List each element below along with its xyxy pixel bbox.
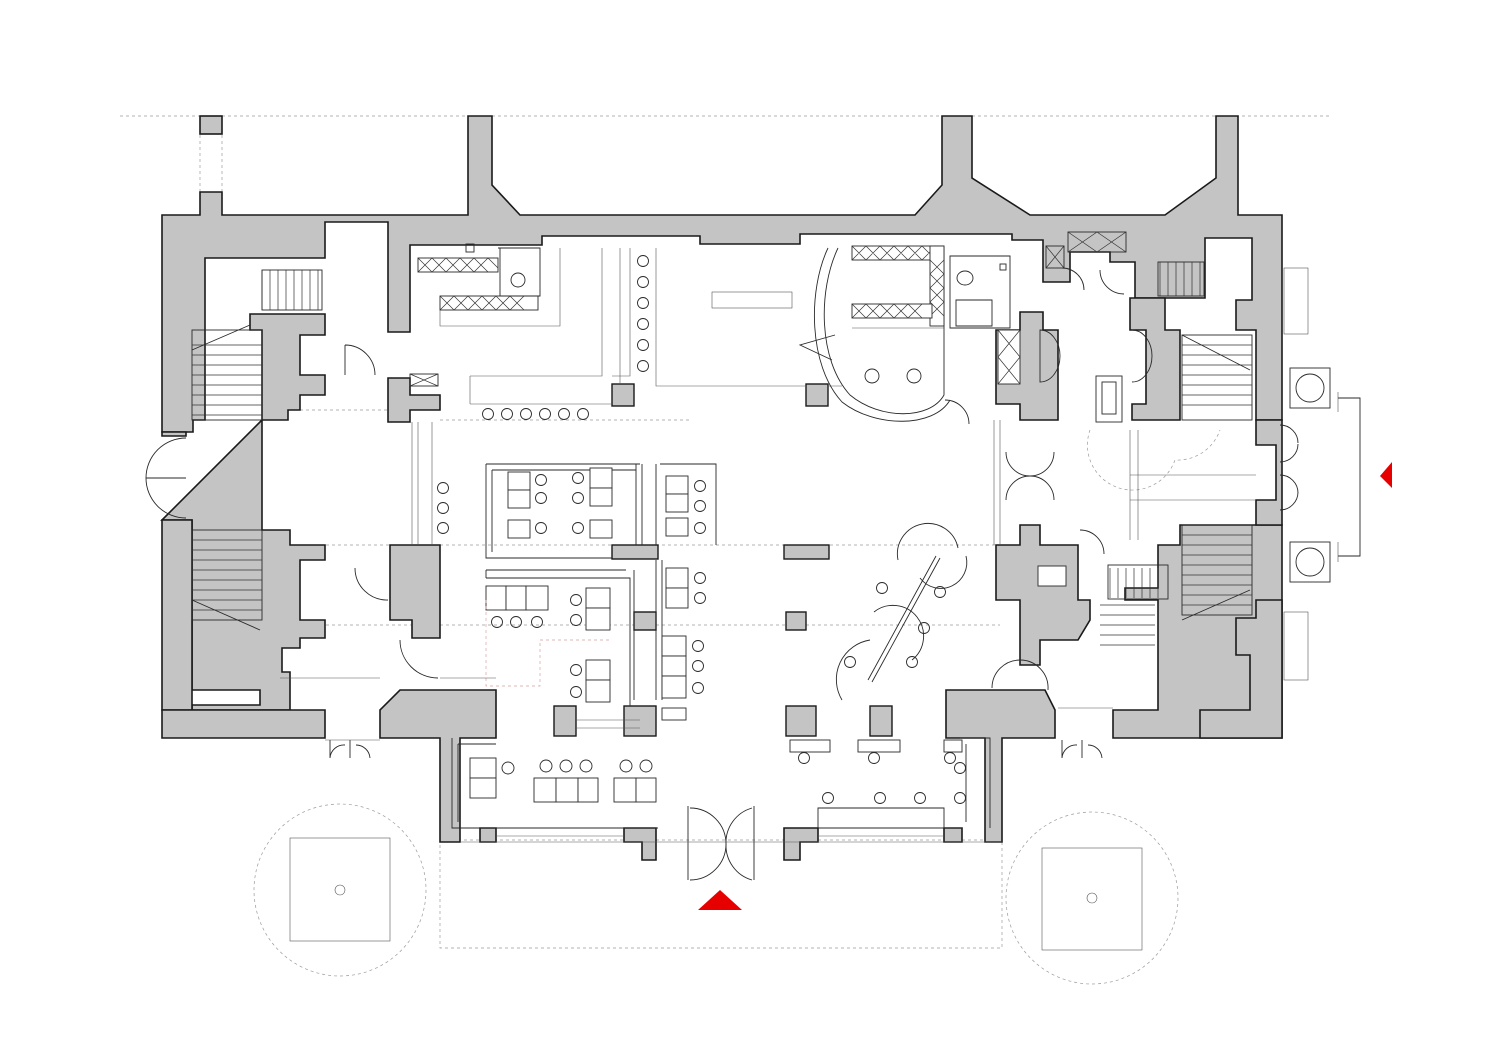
dining-booths [485, 463, 717, 729]
kitchen-counters [409, 243, 842, 405]
entrance-marker-south [698, 890, 742, 910]
columns [553, 383, 893, 737]
stair-west-lower [191, 529, 263, 631]
curved-bar [798, 245, 951, 422]
tree-left [253, 803, 427, 977]
east-terrace [1283, 267, 1361, 681]
bar-stools [437, 255, 649, 534]
stair-east-upper [1181, 334, 1253, 421]
partitions [280, 420, 1113, 843]
round-tables-east [835, 522, 968, 701]
doors [145, 267, 1299, 881]
south-dining [451, 737, 991, 837]
walls [160, 115, 1283, 861]
stair-east-lower [1181, 524, 1253, 621]
stair-northwest [261, 269, 323, 311]
entrance-marker-east [1380, 462, 1392, 488]
restroom-ne [949, 231, 1256, 540]
stair-west-upper [191, 324, 263, 421]
tree-right [1005, 811, 1179, 985]
stair-northeast [1157, 261, 1205, 297]
stair-southeast [1100, 564, 1169, 646]
